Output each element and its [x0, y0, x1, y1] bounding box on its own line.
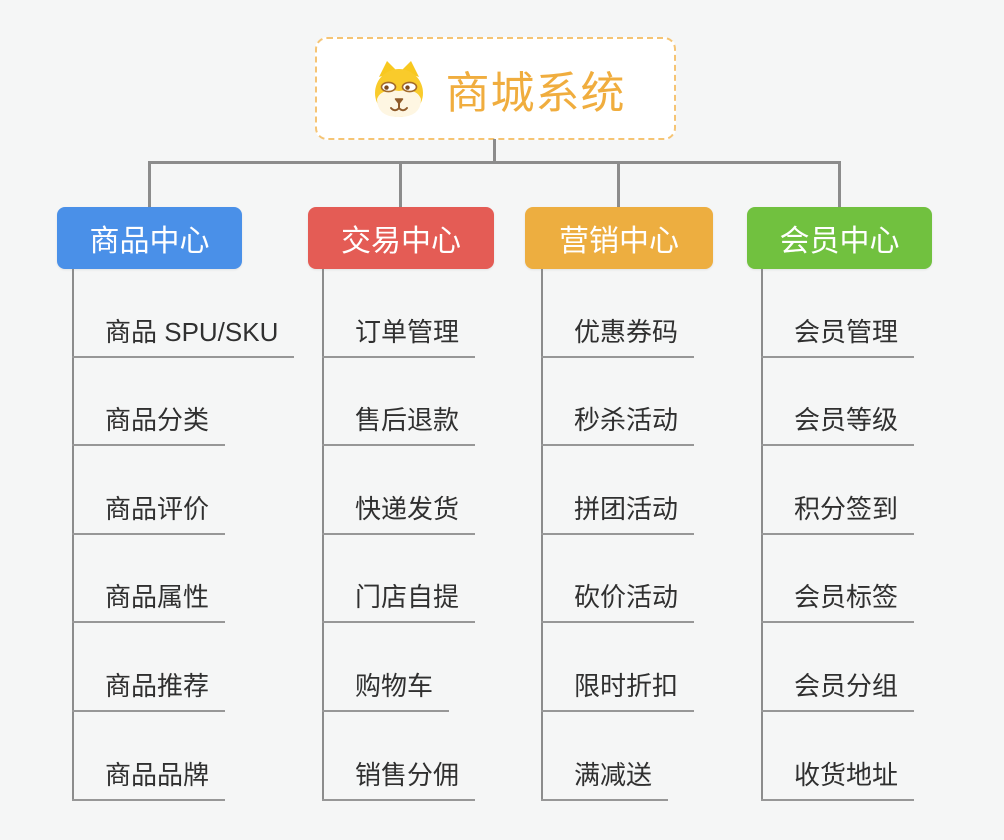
connector-drop-1	[148, 163, 151, 207]
branch-member-center[interactable]: 会员中心	[747, 207, 932, 269]
connector-drop-4	[838, 163, 841, 207]
leaf-node[interactable]: 满减送	[541, 749, 669, 801]
leaf-node[interactable]: 会员标签	[761, 571, 915, 623]
leaf-node[interactable]: 积分签到	[761, 483, 915, 535]
leaf-node[interactable]: 砍价活动	[541, 571, 695, 623]
leaf-node[interactable]: 会员管理	[761, 306, 915, 358]
leaf-node[interactable]: 会员等级	[761, 394, 915, 446]
leaf-node[interactable]: 秒杀活动	[541, 394, 695, 446]
connector-drop-2	[399, 163, 402, 207]
leaf-node[interactable]: 商品品牌	[72, 749, 226, 801]
leaf-node[interactable]: 会员分组	[761, 660, 915, 712]
branch-trunk-4	[761, 269, 763, 801]
root-topic[interactable]: 商城系统	[315, 37, 676, 140]
branch-trunk-1	[72, 269, 74, 801]
leaf-node[interactable]: 门店自提	[322, 571, 476, 623]
connector-drop-3	[617, 163, 620, 207]
leaf-node[interactable]: 优惠券码	[541, 306, 695, 358]
leaf-node[interactable]: 销售分佣	[322, 749, 476, 801]
leaf-node[interactable]: 收货地址	[761, 749, 915, 801]
branch-trunk-3	[541, 269, 543, 801]
connector-root-stub	[493, 139, 496, 161]
connector-bus	[148, 161, 841, 164]
leaf-node[interactable]: 快递发货	[322, 483, 476, 535]
dog-face-icon	[374, 60, 423, 117]
leaf-node[interactable]: 商品属性	[72, 571, 226, 623]
branch-trunk-2	[322, 269, 324, 801]
leaf-node[interactable]: 商品分类	[72, 394, 226, 446]
leaf-node[interactable]: 售后退款	[322, 394, 476, 446]
branch-product-center[interactable]: 商品中心	[57, 207, 242, 269]
leaf-node[interactable]: 限时折扣	[541, 660, 695, 712]
root-topic-label: 商城系统	[445, 68, 626, 118]
leaf-node[interactable]: 拼团活动	[541, 483, 695, 535]
leaf-node[interactable]: 商品评价	[72, 483, 226, 535]
leaf-node[interactable]: 购物车	[322, 660, 450, 712]
leaf-node[interactable]: 订单管理	[322, 306, 476, 358]
branch-marketing-center[interactable]: 营销中心	[525, 207, 713, 269]
leaf-node[interactable]: 商品 SPU/SKU	[72, 306, 295, 358]
branch-trade-center[interactable]: 交易中心	[308, 207, 494, 269]
leaf-node[interactable]: 商品推荐	[72, 660, 226, 712]
